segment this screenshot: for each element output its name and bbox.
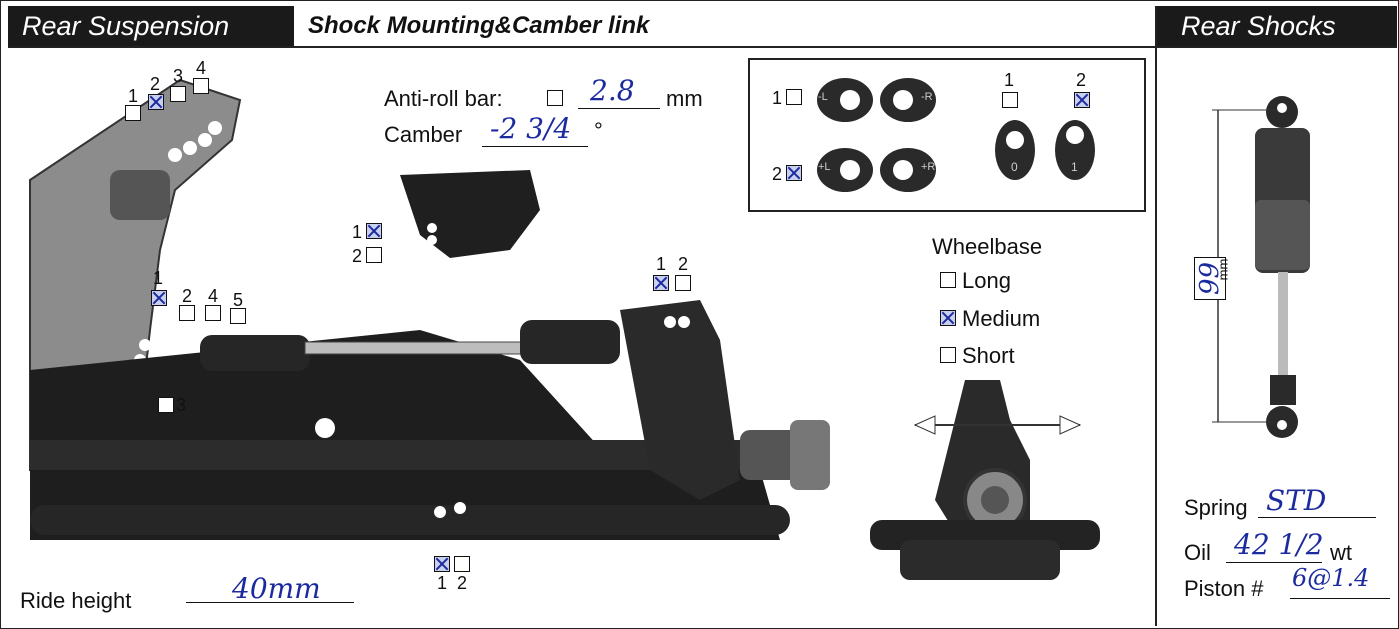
wheelbase-long-label: Long	[962, 268, 1011, 293]
insert-right-1-checkbox[interactable]	[1002, 92, 1018, 108]
camber-value[interactable]: -2 3/4	[490, 112, 572, 145]
tower-pos-2-label: 2	[150, 74, 161, 94]
insert-tag-plus-l: +L	[818, 161, 831, 173]
arm-pos-1-label: 1	[437, 573, 448, 593]
tower-pos-4-label: 4	[196, 58, 207, 78]
tower-pos-4-checkbox[interactable]	[193, 78, 209, 94]
insert-right-2-label: 2	[1076, 70, 1087, 90]
hub-pos-1-label: 1	[656, 254, 667, 274]
link-pos-2-label: 2	[182, 286, 193, 306]
ride-height-label: Ride height	[20, 588, 132, 613]
insert-right-1-label: 1	[1004, 70, 1015, 90]
oil-underline	[1226, 562, 1322, 563]
piston-underline	[1290, 598, 1390, 599]
oil-value[interactable]: 42 1/2	[1234, 528, 1324, 561]
anti-roll-label: Anti-roll bar:	[384, 86, 503, 111]
link-pos-4-label: 4	[208, 286, 219, 306]
link-pos-2-checkbox[interactable]	[179, 305, 195, 321]
wheelbase-medium-checkbox[interactable]	[940, 310, 956, 326]
camber-label: Camber	[384, 122, 463, 147]
section-subtitle: Shock Mounting&Camber link	[308, 12, 650, 39]
section-title-rear-shocks: Rear Shocks	[1157, 6, 1397, 46]
insert-right-tag-0: 0	[1011, 160, 1018, 174]
link-pos-1-label: 1	[153, 268, 164, 288]
hub-pos-1-checkbox[interactable]	[653, 275, 669, 291]
section-divider	[1155, 6, 1157, 626]
arm-pos-2-checkbox[interactable]	[454, 556, 470, 572]
spring-value[interactable]: STD	[1266, 484, 1327, 517]
ride-height-value[interactable]: 40mm	[232, 572, 321, 605]
arm-pos-2-label: 2	[457, 573, 468, 593]
section-title-rear-suspension: Rear Suspension	[8, 6, 294, 46]
hub-pos-2-checkbox[interactable]	[675, 275, 691, 291]
tower-pos-1-label: 1	[128, 86, 139, 106]
plate-pos-2-label: 2	[352, 246, 363, 266]
tower-pos-1-checkbox[interactable]	[125, 105, 141, 121]
plate-pos-1-checkbox[interactable]	[366, 223, 382, 239]
hub-pos-2-label: 2	[678, 254, 689, 274]
insert-right-tag-1: 1	[1071, 160, 1078, 174]
tower-pos-3-checkbox[interactable]	[170, 86, 186, 102]
insert-row1-checkbox[interactable]	[786, 89, 802, 105]
camber-unit: °	[594, 118, 603, 143]
wheelbase-short-checkbox[interactable]	[940, 347, 956, 363]
ride-height-underline	[186, 602, 354, 603]
oil-label: Oil	[1184, 540, 1211, 565]
link-pos-5-label: 5	[233, 290, 244, 310]
anti-roll-checkbox[interactable]	[547, 90, 563, 106]
piston-value[interactable]: 6@1.4	[1292, 564, 1370, 592]
link-pos-5-checkbox[interactable]	[230, 308, 246, 324]
header-rule	[8, 46, 1397, 48]
link-pos-4-checkbox[interactable]	[205, 305, 221, 321]
piston-label: Piston #	[1184, 576, 1264, 601]
tower-pos-3-label: 3	[173, 66, 184, 86]
plate-pos-2-checkbox[interactable]	[366, 247, 382, 263]
arm-pos-1-checkbox[interactable]	[434, 556, 450, 572]
spring-label: Spring	[1184, 495, 1248, 520]
wheelbase-medium-label: Medium	[962, 306, 1041, 331]
anti-roll-underline	[578, 108, 660, 109]
spring-underline	[1258, 517, 1376, 518]
wheelbase-short-label: Short	[962, 343, 1015, 368]
wheelbase-long-checkbox[interactable]	[940, 272, 956, 288]
insert-row1-label: 1	[772, 88, 783, 108]
anti-roll-value[interactable]: 2.8	[590, 74, 635, 107]
insert-tag-plus-r: +R	[921, 161, 936, 173]
tower-pos-2-checkbox[interactable]	[148, 94, 164, 110]
plate-pos-1-label: 1	[352, 222, 363, 242]
insert-right-2-checkbox[interactable]	[1074, 92, 1090, 108]
insert-tag-minus-r: -R	[921, 91, 933, 103]
insert-row2-checkbox[interactable]	[786, 165, 802, 181]
camber-underline	[482, 146, 588, 147]
anti-roll-unit: mm	[666, 86, 703, 111]
insert-tag-minus-l: -L	[818, 91, 828, 103]
wheelbase-title: Wheelbase	[932, 234, 1043, 259]
oil-unit: wt	[1330, 540, 1352, 565]
shock-length-unit: mm	[1215, 258, 1231, 281]
insert-row2-label: 2	[772, 164, 783, 184]
link-pos-3-checkbox[interactable]	[158, 397, 174, 413]
link-pos-3-label: 3	[176, 395, 187, 415]
link-pos-1-checkbox[interactable]	[151, 290, 167, 306]
inserts-panel	[748, 58, 1146, 212]
